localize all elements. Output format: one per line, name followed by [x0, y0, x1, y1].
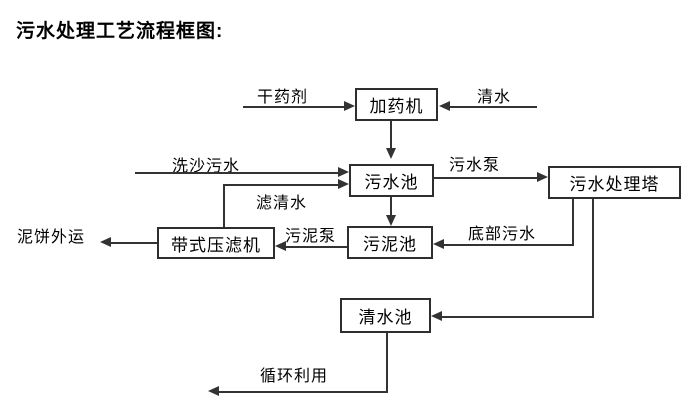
flow-line-tower-down-2 [592, 199, 594, 318]
label-filtered-water: 滤清水 [256, 195, 308, 212]
arrow-left-icon [433, 239, 444, 249]
arrow-left-icon [208, 386, 219, 396]
label-bottom-sewage: 底部污水 [468, 226, 537, 243]
flow-line-mud-cake [111, 242, 157, 244]
arrow-right-icon [537, 172, 548, 182]
page-title: 污水处理工艺流程框图: [16, 21, 224, 42]
label-sewage-pump: 污水泵 [449, 157, 501, 174]
label-recycled-use: 循环利用 [260, 368, 329, 385]
flow-line-sewage-pump [434, 177, 537, 179]
arrow-left-icon [100, 237, 111, 247]
node-clean-water-pool: 清水池 [340, 298, 431, 333]
node-sludge-pool: 污泥池 [347, 226, 433, 259]
arrow-right-icon [338, 179, 349, 189]
flow-line-dry-agent [243, 106, 344, 108]
flow-line-clean-water [450, 106, 537, 108]
arrow-left-icon [275, 241, 286, 251]
label-clean-water: 清水 [477, 89, 512, 106]
label-sludge-pump: 污泥泵 [285, 228, 337, 245]
flow-line-tower-down-1 [572, 199, 574, 246]
arrow-down-icon [386, 215, 396, 226]
flow-line-sand-washing [135, 172, 338, 174]
label-sand-washing-sewage: 洗沙污水 [172, 158, 241, 175]
arrow-right-icon [338, 167, 349, 177]
node-sewage-treatment-tower: 污水处理塔 [548, 166, 681, 199]
node-sewage-pool: 污水池 [349, 164, 434, 197]
node-dosing-machine: 加药机 [355, 88, 438, 121]
label-dry-agent: 干药剂 [257, 89, 309, 106]
arrow-down-icon [386, 148, 396, 159]
flow-line-tower-to-clean-pool [442, 316, 594, 318]
flow-line-dosing-to-pool [390, 121, 392, 148]
arrow-left-icon [431, 311, 442, 321]
flow-line-pool-to-sludge [390, 197, 392, 215]
flow-line-filtered-water-up [223, 185, 225, 227]
flow-line-bottom-sewage [444, 244, 573, 246]
flow-line-sludge-pump [286, 246, 347, 248]
arrow-left-icon [439, 101, 450, 111]
node-belt-filter-press: 带式压滤机 [157, 227, 275, 259]
arrow-right-icon [344, 101, 355, 111]
flow-line-clean-pool-down [386, 333, 388, 392]
flow-line-recycled-use [219, 391, 388, 393]
flow-line-filtered-water [223, 184, 338, 186]
label-mud-cake-outbound: 泥饼外运 [17, 229, 86, 246]
